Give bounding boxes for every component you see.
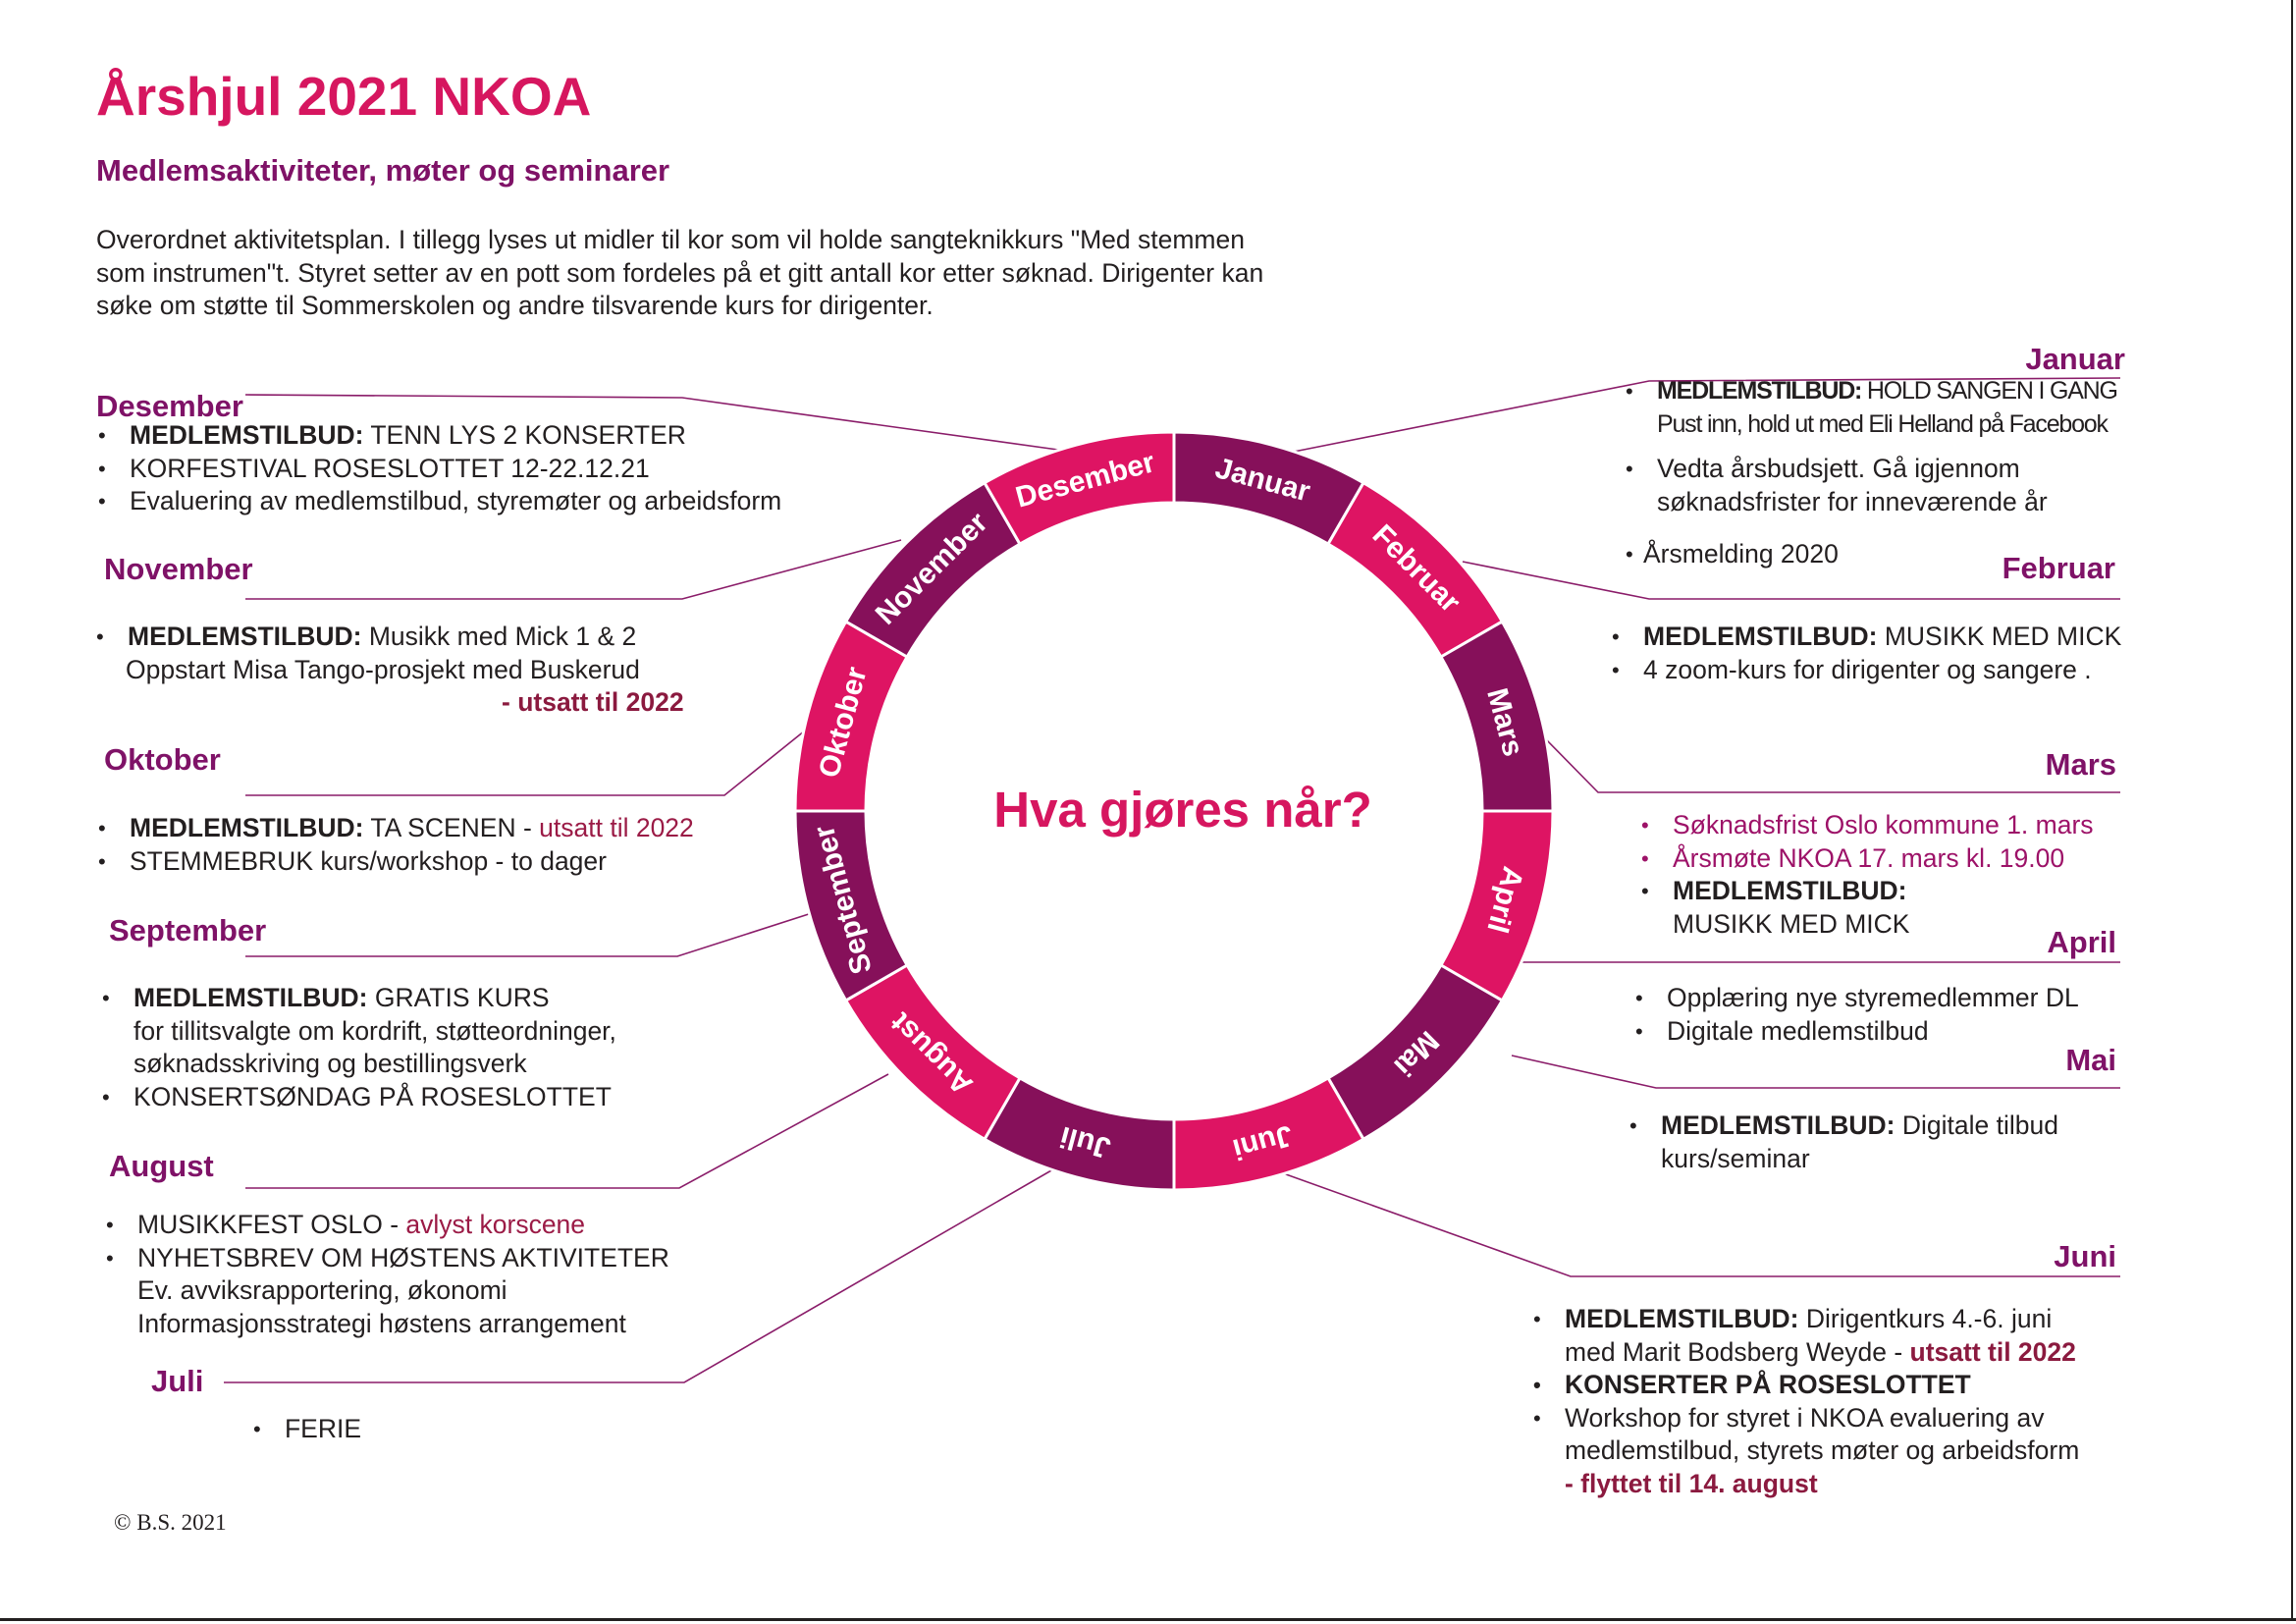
heading-februar: Februar [2002, 551, 2115, 585]
intro-paragraph: Overordnet aktivitetsplan. I tillegg lys… [96, 224, 1372, 323]
list-item: FERIE [251, 1413, 361, 1446]
list-item-continuation: Informasjonsstrategi høstens arrangement [137, 1308, 626, 1338]
list-item-continuation: Ev. avviksrapportering, økonomi [137, 1275, 507, 1305]
wheel-segments [793, 430, 1555, 1192]
heading-juni: Juni [2054, 1239, 2116, 1273]
list-item: MEDLEMSTILBUD: Digitale tilbud [1628, 1110, 2058, 1143]
block-oktober: MEDLEMSTILBUD: TA SCENEN - utsatt til 20… [96, 812, 694, 878]
list-item: STEMMEBRUK kurs/workshop - to dager [96, 845, 694, 879]
moved-note: - flyttet til 14. august [1565, 1468, 1818, 1498]
block-desember: MEDLEMSTILBUD: TENN LYS 2 KONSERTER KORF… [96, 419, 781, 518]
list-item: MEDLEMSTILBUD: GRATIS KURS [100, 982, 616, 1015]
copyright: © B.S. 2021 [114, 1510, 227, 1535]
connector-line [245, 1073, 889, 1189]
list-item: Årsmelding 2020 [1624, 538, 2117, 571]
list-item: MUSIKKFEST OSLO - avlyst korscene [104, 1209, 669, 1242]
bottom-border [0, 1618, 2296, 1621]
postponed-note: - utsatt til 2022 [502, 687, 684, 717]
heading-juli: Juli [151, 1364, 204, 1398]
heading-november: November [104, 552, 253, 586]
connector-line [245, 718, 821, 796]
list-item: Årsmøte NKOA 17. mars kl. 19.00 [1639, 842, 2094, 876]
list-item: MEDLEMSTILBUD: MUSIKK MED MICK [1610, 621, 2121, 654]
list-item: Evaluering av medlemstilbud, styremøter … [96, 485, 781, 518]
connector-line [1542, 735, 2120, 793]
list-item-continuation: med Marit Bodsberg Weyde - utsatt til 20… [1565, 1336, 2076, 1367]
list-item-continuation: søknadsfrister for inneværende år [1657, 486, 2048, 516]
list-item: NYHETSBREV OM HØSTENS AKTIVITETER [104, 1242, 669, 1275]
list-item: Opplæring nye styremedlemmer DL [1633, 982, 2079, 1015]
list-item: KORFESTIVAL ROSESLOTTET 12-22.12.21 [96, 453, 781, 486]
page-title: Årshjul 2021 NKOA [96, 66, 592, 127]
connector-line [244, 394, 1073, 453]
list-item: Digitale medlemstilbud [1633, 1015, 2079, 1049]
wheel-segment-desember [982, 430, 1176, 547]
list-item: MEDLEMSTILBUD: Dirigentkurs 4.-6. juni [1531, 1303, 2079, 1336]
list-item: 4 zoom-kurs for dirigenter og sangere . [1610, 654, 2121, 687]
block-august: MUSIKKFEST OSLO - avlyst korscene NYHETS… [104, 1209, 669, 1340]
list-item-continuation: Oppstart Misa Tango-prosjekt med Buskeru… [126, 654, 640, 684]
block-mai: MEDLEMSTILBUD: Digitale tilbud kurs/semi… [1628, 1110, 2058, 1175]
list-item-continuation: for tillitsvalgte om kordrift, støtteord… [133, 1015, 616, 1046]
list-item: MEDLEMSTILBUD: Musikk med Mick 1 & 2 [94, 621, 684, 654]
block-januar: MEDLEMSTILBUD: HOLD SANGEN I GANG Pust i… [1624, 375, 2118, 571]
list-item-continuation: MUSIKK MED MICK [1673, 908, 1910, 939]
list-item: KONSERTER PÅ ROSESLOTTET [1531, 1369, 2079, 1402]
list-item: MEDLEMSTILBUD: TA SCENEN - utsatt til 20… [96, 812, 694, 845]
connector-line [245, 539, 902, 600]
list-item: Søknadsfrist Oslo kommune 1. mars [1639, 809, 2094, 842]
right-border [2291, 0, 2293, 1620]
page-subtitle: Medlemsaktiviteter, møter og seminarer [96, 153, 670, 188]
heading-mars: Mars [2045, 747, 2116, 782]
connector-line [1462, 561, 2120, 600]
intro-line: Overordnet aktivitetsplan. I tillegg lys… [96, 225, 1245, 254]
connector-line [224, 1162, 1066, 1383]
list-item-continuation: kurs/seminar [1661, 1143, 1810, 1173]
heading-oktober: Oktober [104, 742, 221, 777]
block-april: Opplæring nye styremedlemmer DL Digitale… [1633, 982, 2079, 1048]
list-item: MEDLEMSTILBUD: [1639, 875, 2094, 908]
connector-line [1511, 1055, 2120, 1089]
heading-januar: Januar [2025, 342, 2125, 376]
heading-desember: Desember [96, 389, 243, 423]
heading-august: August [109, 1149, 214, 1183]
list-item-continuation: medlemstilbud, styrets møter og arbeidsf… [1565, 1435, 2080, 1465]
block-juni: MEDLEMSTILBUD: Dirigentkurs 4.-6. juni m… [1531, 1303, 2079, 1500]
intro-line: søke om støtte til Sommerskolen og andre… [96, 291, 934, 320]
center-question: Hva gjøres når? [993, 782, 1372, 838]
list-item: MEDLEMSTILBUD: TENN LYS 2 KONSERTER [96, 419, 781, 453]
connector-line [1271, 1168, 2120, 1277]
list-item-continuation: søknadsskriving og bestillingsverk [133, 1049, 527, 1078]
list-item: Vedta årsbudsjett. Gå igjennom [1624, 453, 2117, 486]
list-item-continuation: Pust inn, hold ut med Eli Helland på Fac… [1657, 409, 2109, 438]
heading-mai: Mai [2065, 1043, 2116, 1077]
block-november: MEDLEMSTILBUD: Musikk med Mick 1 & 2 Opp… [94, 621, 684, 720]
block-februar: MEDLEMSTILBUD: MUSIKK MED MICK 4 zoom-ku… [1610, 621, 2121, 686]
list-item: Workshop for styret i NKOA evaluering av [1531, 1402, 2079, 1435]
heading-september: September [109, 913, 267, 947]
block-mars: Søknadsfrist Oslo kommune 1. mars Årsmøt… [1639, 809, 2094, 941]
list-item: MEDLEMSTILBUD: HOLD SANGEN I GANG [1624, 375, 2118, 408]
block-september: MEDLEMSTILBUD: GRATIS KURS for tillitsva… [100, 982, 616, 1113]
heading-april: April [2047, 925, 2116, 959]
list-item: KONSERTSØNDAG PÅ ROSESLOTTET [100, 1081, 616, 1114]
connector-line [245, 911, 816, 957]
intro-line: som instrumen"t. Styret setter av en pot… [96, 257, 1264, 288]
block-juli: FERIE [251, 1413, 361, 1446]
